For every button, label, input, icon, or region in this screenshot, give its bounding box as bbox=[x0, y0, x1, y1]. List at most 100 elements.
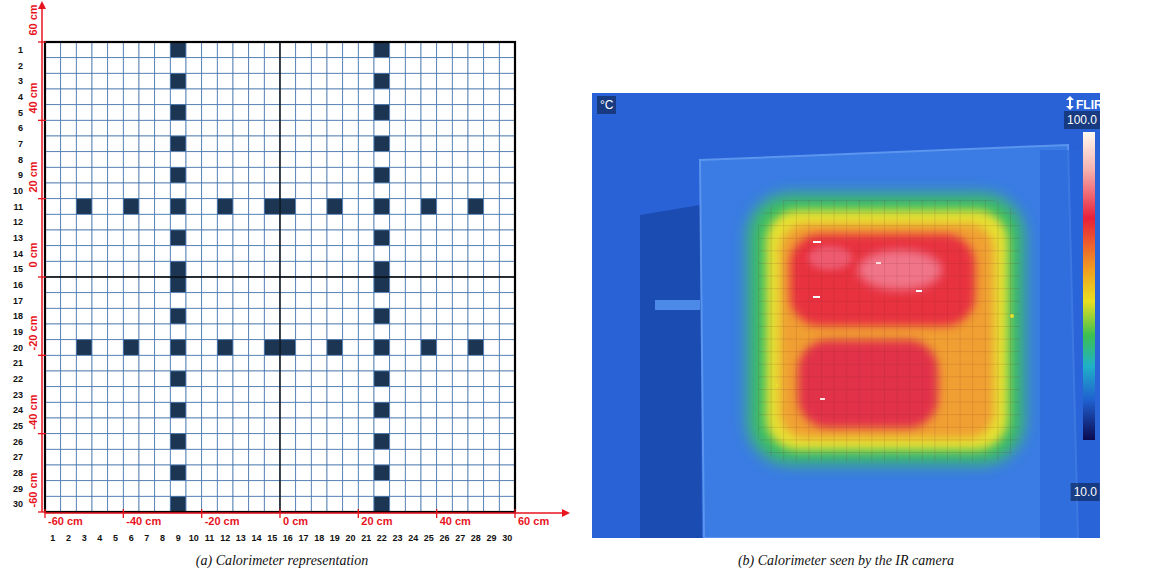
grid-cell bbox=[76, 105, 92, 121]
grid-cell bbox=[327, 496, 343, 512]
grid-cell bbox=[45, 246, 61, 262]
grid-cell bbox=[186, 340, 202, 356]
grid-cell bbox=[390, 230, 406, 246]
grid-cell bbox=[437, 261, 453, 277]
grid-cell bbox=[233, 261, 249, 277]
column-number: 11 bbox=[205, 533, 215, 543]
grid-cell bbox=[468, 418, 484, 434]
grid-cell bbox=[61, 465, 77, 481]
grid-cell bbox=[343, 324, 359, 340]
axis-tick bbox=[38, 198, 46, 199]
grid-cell bbox=[123, 42, 139, 58]
grid-cell bbox=[92, 324, 108, 340]
grid-cell bbox=[484, 434, 500, 450]
grid-cell bbox=[123, 387, 139, 403]
column-number: 12 bbox=[220, 533, 230, 543]
grid-cell bbox=[249, 73, 265, 89]
grid-cell bbox=[233, 42, 249, 58]
grid-cell bbox=[499, 496, 515, 512]
grid-cell bbox=[170, 261, 186, 277]
grid-cell bbox=[139, 355, 155, 371]
grid-cell bbox=[327, 230, 343, 246]
grid-cell bbox=[108, 89, 124, 105]
grid-cell bbox=[123, 261, 139, 277]
row-number: 27 bbox=[13, 452, 23, 462]
grid-cell bbox=[61, 434, 77, 450]
grid-cell bbox=[186, 136, 202, 152]
row-number: 8 bbox=[18, 155, 23, 165]
grid-cell bbox=[202, 152, 218, 168]
grid-cell bbox=[311, 496, 327, 512]
grid-cell bbox=[45, 120, 61, 136]
row-number: 12 bbox=[13, 217, 23, 227]
grid-cell bbox=[484, 89, 500, 105]
grid-cell bbox=[108, 387, 124, 403]
grid-cell bbox=[139, 261, 155, 277]
grid-cell bbox=[311, 89, 327, 105]
grid-cell bbox=[217, 387, 233, 403]
grid-cell bbox=[123, 418, 139, 434]
column-number: 14 bbox=[251, 533, 261, 543]
grid-cell bbox=[217, 293, 233, 309]
grid-cell bbox=[421, 496, 437, 512]
grid-cell bbox=[202, 230, 218, 246]
grid-cell bbox=[123, 246, 139, 262]
grid-cell bbox=[421, 465, 437, 481]
grid-cell bbox=[280, 183, 296, 199]
grid-cell bbox=[343, 42, 359, 58]
grid-cell bbox=[202, 120, 218, 136]
grid-cell bbox=[499, 261, 515, 277]
grid-cell bbox=[217, 402, 233, 418]
grid-cell bbox=[170, 371, 186, 387]
grid-cell bbox=[437, 418, 453, 434]
grid-cell bbox=[343, 183, 359, 199]
grid-cell bbox=[170, 214, 186, 230]
grid-cell bbox=[343, 481, 359, 497]
grid-cell bbox=[421, 230, 437, 246]
axis-tick bbox=[38, 276, 46, 277]
grid-cell bbox=[76, 183, 92, 199]
grid-cell bbox=[499, 167, 515, 183]
axis-label: 20 cm bbox=[27, 161, 39, 192]
grid-cell bbox=[343, 277, 359, 293]
grid-cell bbox=[92, 402, 108, 418]
grid-cell bbox=[233, 465, 249, 481]
grid-cell bbox=[155, 481, 171, 497]
grid-cell bbox=[264, 308, 280, 324]
grid-cell bbox=[452, 340, 468, 356]
grid-cell bbox=[108, 449, 124, 465]
grid-cell bbox=[390, 183, 406, 199]
grid-cell bbox=[499, 199, 515, 215]
grid-cell bbox=[92, 496, 108, 512]
grid-cell bbox=[484, 167, 500, 183]
grid-cell bbox=[405, 277, 421, 293]
grid-cell bbox=[390, 152, 406, 168]
grid-cell bbox=[92, 308, 108, 324]
grid-cell bbox=[311, 481, 327, 497]
grid-cell bbox=[343, 340, 359, 356]
grid-cell bbox=[405, 105, 421, 121]
grid-cell bbox=[452, 214, 468, 230]
grid-cell bbox=[452, 418, 468, 434]
column-number: 30 bbox=[502, 533, 512, 543]
grid-cell bbox=[233, 58, 249, 74]
grid-cell bbox=[390, 449, 406, 465]
grid-cell bbox=[186, 73, 202, 89]
grid-cell bbox=[296, 167, 312, 183]
grid-cell bbox=[484, 402, 500, 418]
grid-cell bbox=[452, 105, 468, 121]
grid-cell bbox=[405, 42, 421, 58]
grid-cell bbox=[61, 246, 77, 262]
grid-cell bbox=[170, 434, 186, 450]
grid-cell bbox=[217, 355, 233, 371]
grid-cell bbox=[390, 167, 406, 183]
grid-cell bbox=[170, 402, 186, 418]
grid-cell bbox=[280, 89, 296, 105]
grid-cell bbox=[452, 246, 468, 262]
grid-cell bbox=[358, 277, 374, 293]
grid-cell bbox=[45, 42, 61, 58]
axis-label: 40 cm bbox=[440, 515, 471, 527]
axis-tick bbox=[38, 355, 46, 356]
axis-tick bbox=[38, 41, 46, 42]
grid-cell bbox=[484, 308, 500, 324]
